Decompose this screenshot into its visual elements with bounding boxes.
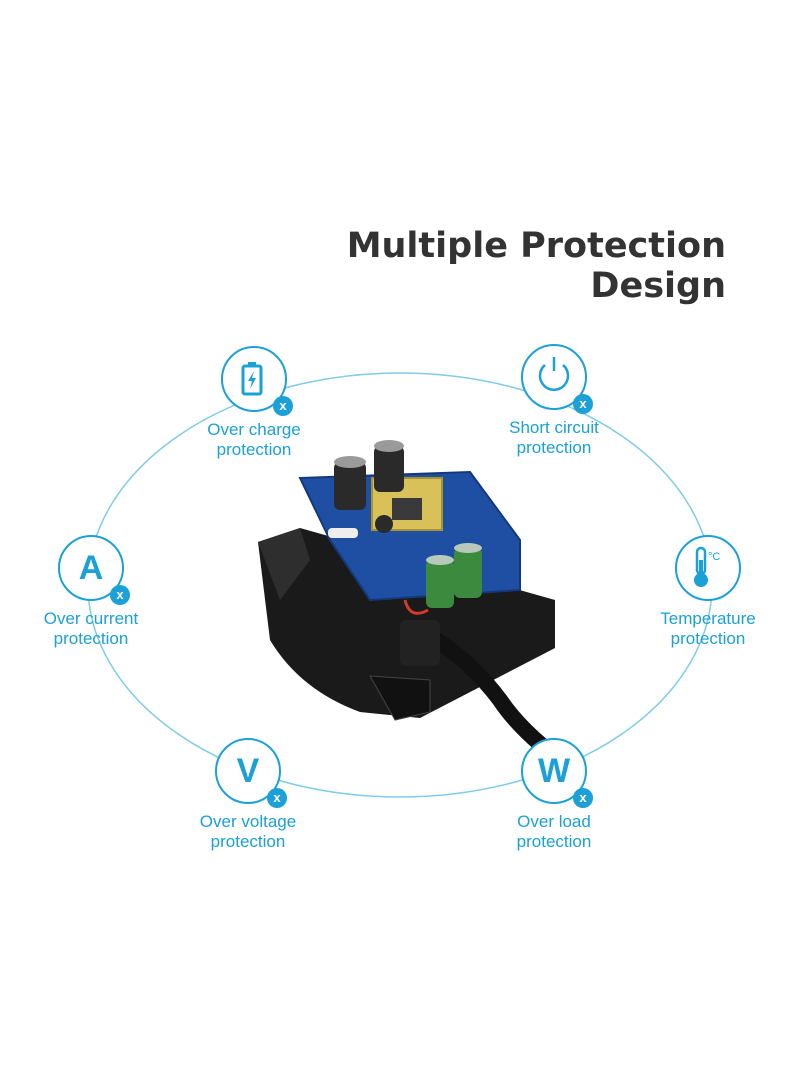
feature-label-line2: protection (516, 438, 592, 457)
capacitor-large-left (334, 456, 366, 510)
title-line-2: Design (590, 266, 726, 306)
ampere-icon: A (78, 549, 104, 587)
x-mark-icon: x (110, 585, 130, 605)
adapter-illustration (258, 440, 568, 768)
feature-label: Short circuit protection (469, 418, 639, 458)
feature-label-line2: protection (53, 629, 129, 648)
feature-label-line1: Over charge (207, 420, 301, 439)
feature-label-line2: protection (210, 832, 286, 851)
capacitor-green-right (454, 543, 482, 598)
feature-label-line1: Over voltage (199, 812, 297, 831)
feature-over-charge: x Over charge protection (169, 346, 339, 460)
adapter-clip (369, 675, 431, 721)
x-mark-icon: x (267, 788, 287, 808)
ampere-badge: A x (58, 535, 130, 605)
feature-label: Temperature protection (623, 609, 793, 649)
feature-label: Over voltage protection (163, 812, 333, 852)
adapter-housing-edge (258, 528, 310, 600)
capacitor-small (375, 515, 393, 533)
feature-label: Over load protection (469, 812, 639, 852)
x-mark-icon: x (573, 394, 593, 414)
transformer-core (392, 498, 422, 520)
feature-label: Over current protection (6, 609, 176, 649)
volt-badge: V x (215, 738, 287, 808)
wire-red (403, 599, 429, 615)
feature-label-line1: Over current (43, 609, 139, 628)
feature-short-circuit: x Short circuit protection (469, 344, 639, 458)
feature-label-line2: protection (516, 832, 592, 851)
page-title: Multiple Protection Design (347, 226, 726, 306)
power-icon (538, 357, 570, 391)
cable-grommet (400, 620, 440, 666)
thermometer-icon: °C (694, 546, 720, 587)
watt-badge: W x (521, 738, 593, 808)
feature-label: Over charge protection (169, 420, 339, 460)
feature-over-load: W x Over load protection (469, 738, 639, 852)
fuse (328, 528, 358, 538)
feature-label-line1: Short circuit (509, 418, 599, 437)
watt-icon: W (537, 752, 571, 790)
battery-icon (241, 362, 263, 396)
volt-icon: V (236, 752, 260, 790)
x-mark-icon: x (273, 396, 293, 416)
capacitor-green-left (426, 555, 454, 608)
battery-badge: x (221, 346, 293, 416)
feature-label-line2: protection (670, 629, 746, 648)
x-mark-icon: x (573, 788, 593, 808)
title-line-1: Multiple Protection (346, 226, 726, 266)
feature-over-voltage: V x Over voltage protection (163, 738, 333, 852)
capacitor-large-right (374, 440, 404, 492)
feature-label-line2: protection (216, 440, 292, 459)
feature-label-line1: Over load (517, 812, 591, 831)
thermometer-badge: °C (675, 535, 741, 601)
feature-temperature: °C Temperature protection (623, 535, 793, 649)
feature-over-current: A x Over current protection (6, 535, 176, 649)
power-badge: x (521, 344, 593, 414)
feature-label-line1: Temperature (660, 609, 756, 628)
thermometer-unit: °C (708, 551, 720, 563)
